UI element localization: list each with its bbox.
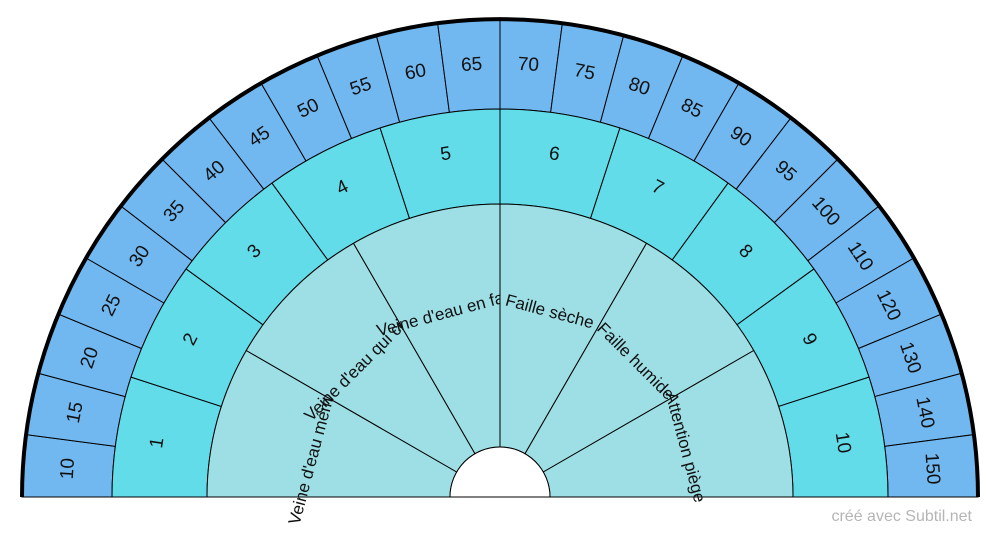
outer-label-75: 75	[572, 60, 597, 85]
middle-label-6: 6	[547, 143, 561, 165]
middle-label-1: 1	[146, 436, 168, 450]
middle-label-10: 10	[831, 431, 855, 455]
outer-label-60: 60	[403, 60, 428, 85]
outer-label-70: 70	[517, 54, 539, 76]
outer-label-10: 10	[57, 457, 79, 479]
outer-label-150: 150	[921, 452, 944, 485]
outer-label-15: 15	[63, 400, 88, 425]
dial-outer-border	[20, 17, 980, 498]
outer-label-65: 65	[460, 54, 482, 76]
credit-text: créé avec Subtil.net	[831, 508, 972, 525]
middle-label-5: 5	[439, 143, 453, 165]
center-hole	[449, 446, 551, 498]
